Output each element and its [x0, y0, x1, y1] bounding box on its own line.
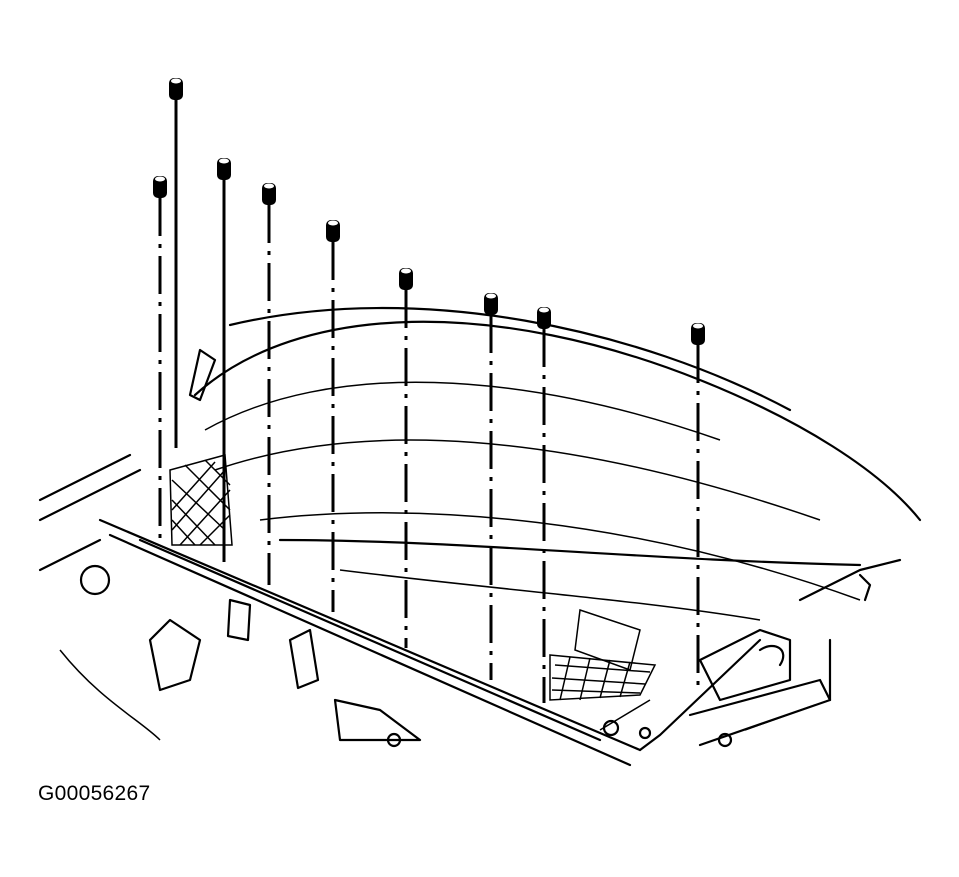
- fasteners: [153, 78, 705, 703]
- left-engine-bay: [38, 348, 422, 748]
- fastener-9: [691, 323, 705, 690]
- right-engine-bay: [599, 558, 902, 748]
- right-grille-mesh: [549, 654, 657, 701]
- figure-id-label: G00056267: [38, 782, 151, 805]
- fastener-2: [153, 176, 167, 540]
- fastener-8: [537, 307, 551, 703]
- fastener-1: [169, 78, 183, 448]
- fastener-6: [399, 268, 413, 648]
- fastener-5: [326, 220, 340, 612]
- windshield-outline: [193, 307, 922, 621]
- fastener-3: [217, 158, 231, 562]
- fastener-7: [484, 293, 498, 680]
- fastener-4: [262, 183, 276, 585]
